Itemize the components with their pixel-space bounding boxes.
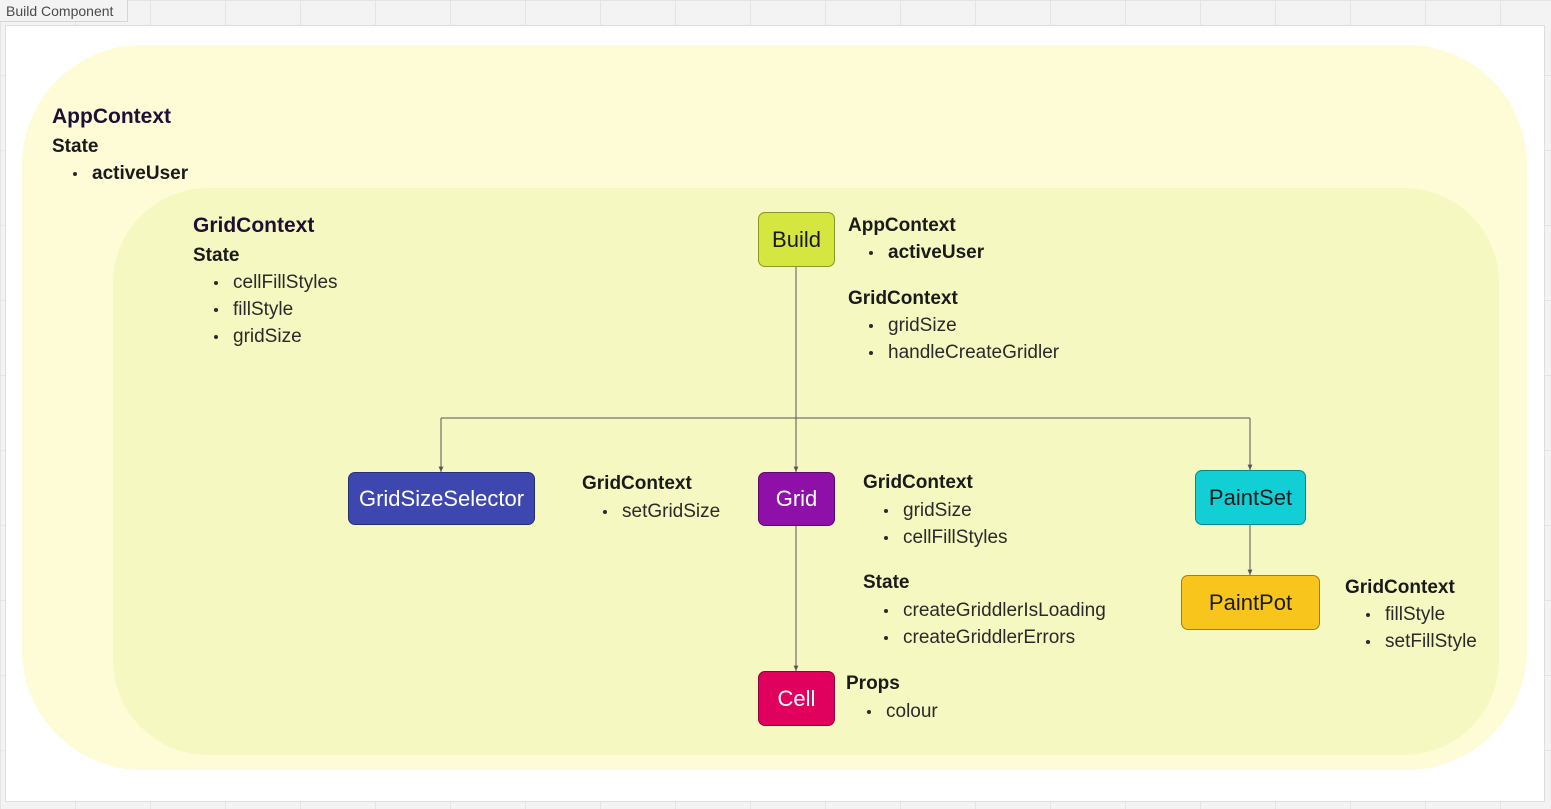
list-item: activeUser bbox=[868, 239, 984, 266]
list-item: cellFillStyles bbox=[213, 269, 338, 296]
list-item: handleCreateGridler bbox=[868, 339, 1059, 366]
list-item: gridSize bbox=[883, 497, 1008, 524]
cell-props-heading: Props bbox=[846, 673, 900, 694]
list-item: fillStyle bbox=[1365, 601, 1477, 628]
frame-title: Build Component bbox=[0, 0, 128, 22]
cell-node-label: Cell bbox=[777, 685, 816, 711]
list-item: colour bbox=[866, 698, 938, 725]
paint-set-node-label: PaintSet bbox=[1208, 484, 1293, 510]
list-item: gridSize bbox=[868, 312, 1059, 339]
paint-pot-node[interactable]: PaintPot bbox=[1181, 575, 1320, 630]
list-item: createGriddlerErrors bbox=[883, 624, 1106, 651]
build-grid-context-heading: GridContext bbox=[848, 288, 958, 309]
grid-state-list: createGriddlerIsLoading createGriddlerEr… bbox=[883, 597, 1106, 651]
cell-props-list: colour bbox=[866, 698, 938, 725]
grid-node[interactable]: Grid bbox=[758, 472, 835, 526]
build-app-context-heading: AppContext bbox=[848, 215, 956, 236]
list-item: createGriddlerIsLoading bbox=[883, 597, 1106, 624]
grid-node-label: Grid bbox=[775, 486, 818, 511]
list-item: setFillStyle bbox=[1365, 628, 1477, 655]
build-node[interactable]: Build bbox=[758, 212, 835, 267]
grid-context-state-heading: State bbox=[193, 245, 240, 266]
paint-pot-node-label: PaintPot bbox=[1208, 589, 1293, 615]
grid-context-title: GridContext bbox=[193, 214, 315, 237]
list-item: setGridSize bbox=[602, 498, 720, 525]
grid-size-selector-context-heading: GridContext bbox=[582, 473, 692, 494]
list-item: activeUser bbox=[72, 160, 188, 187]
grid-size-selector-node-label: GridSizeSelector bbox=[358, 485, 525, 511]
paint-set-node[interactable]: PaintSet bbox=[1195, 470, 1306, 525]
paint-pot-context-heading: GridContext bbox=[1345, 577, 1455, 598]
paint-pot-context-list: fillStyle setFillStyle bbox=[1365, 601, 1477, 655]
grid-context-list-annotation: gridSize cellFillStyles bbox=[883, 497, 1008, 551]
app-context-state-list: activeUser bbox=[72, 160, 188, 187]
build-node-label: Build bbox=[772, 226, 821, 252]
build-app-context-list: activeUser bbox=[868, 239, 984, 266]
grid-state-heading: State bbox=[863, 572, 910, 593]
grid-context-state-list: cellFillStyles fillStyle gridSize bbox=[213, 269, 338, 350]
grid-size-selector-context-list: setGridSize bbox=[602, 498, 720, 525]
grid-size-selector-node[interactable]: GridSizeSelector bbox=[348, 472, 535, 525]
build-grid-context-list: gridSize handleCreateGridler bbox=[868, 312, 1059, 366]
app-context-title: AppContext bbox=[52, 105, 171, 128]
cell-node[interactable]: Cell bbox=[758, 671, 835, 726]
list-item: fillStyle bbox=[213, 296, 338, 323]
list-item: gridSize bbox=[213, 323, 338, 350]
grid-context-heading-annotation: GridContext bbox=[863, 472, 973, 493]
app-context-state-heading: State bbox=[52, 136, 99, 157]
list-item: cellFillStyles bbox=[883, 524, 1008, 551]
